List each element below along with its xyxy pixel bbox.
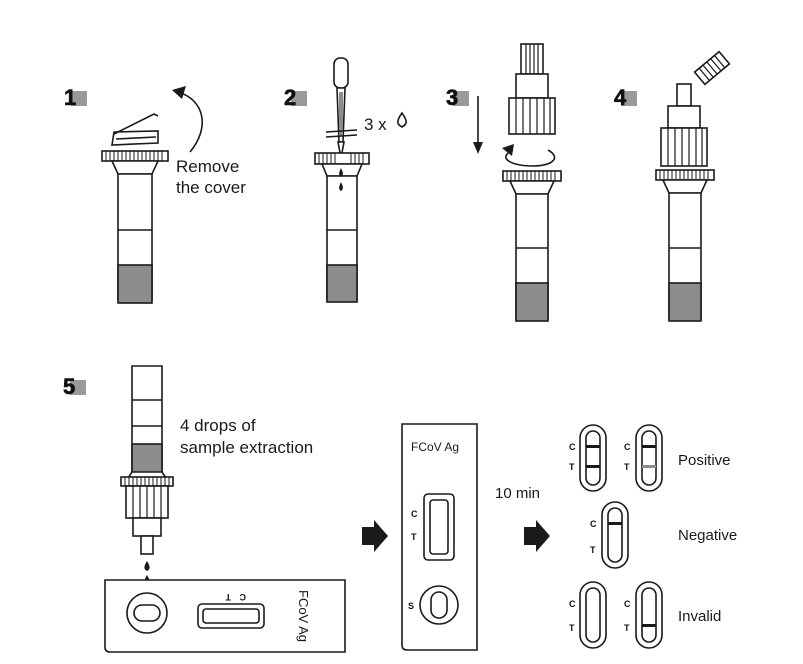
step-1-caption-line2: the cover bbox=[176, 178, 246, 197]
tip-cap bbox=[693, 50, 731, 86]
step-4-tube bbox=[655, 83, 715, 322]
pos2-control-mark: C bbox=[624, 442, 631, 452]
step-4: 4 bbox=[614, 50, 731, 322]
cassette-vertical: FCoV Ag C T S bbox=[401, 423, 478, 651]
result-negative-label: Negative bbox=[678, 527, 737, 544]
cassette-v-product-label: FCoV Ag bbox=[411, 440, 459, 454]
step-1-caption-line1: Remove bbox=[176, 157, 239, 176]
next-arrow-1 bbox=[362, 520, 388, 552]
step-2-tube bbox=[314, 129, 370, 303]
cassette-v-test-mark: T bbox=[411, 532, 417, 542]
step-2: 2 3 x bbox=[284, 57, 407, 303]
step-3-tube bbox=[502, 170, 562, 322]
cassette-h-control-mark: C bbox=[239, 592, 246, 602]
result-positive-strong: C T bbox=[569, 424, 607, 492]
step-1-tube bbox=[101, 113, 169, 304]
cassette-horizontal: T C FCoV Ag bbox=[104, 579, 346, 653]
dropper-pipette bbox=[333, 57, 349, 159]
result-invalid-none: C T bbox=[569, 581, 607, 649]
step-3-badge: 3 bbox=[446, 85, 469, 110]
inv1-control-mark: C bbox=[569, 599, 576, 609]
next-arrow-2 bbox=[524, 520, 550, 552]
twist-arrow bbox=[505, 149, 556, 167]
push-down-arrow-head bbox=[473, 142, 483, 154]
pos1-test-mark: T bbox=[569, 462, 575, 472]
step-4-badge: 4 bbox=[614, 85, 637, 110]
wait-time-label: 10 min bbox=[495, 485, 540, 502]
dropper-cap-assembly bbox=[508, 43, 556, 135]
svg-text:5: 5 bbox=[63, 374, 75, 399]
inv2-control-mark: C bbox=[624, 599, 631, 609]
svg-text:2: 2 bbox=[284, 85, 296, 110]
result-invalid-label: Invalid bbox=[678, 608, 721, 625]
svg-text:4: 4 bbox=[614, 85, 627, 110]
result-positive-label: Positive bbox=[678, 452, 731, 469]
svg-text:3: 3 bbox=[446, 85, 458, 110]
inverted-dropper-tube bbox=[120, 365, 174, 555]
svg-text:1: 1 bbox=[64, 85, 76, 110]
step-1: 1 Remove bbox=[64, 85, 246, 304]
step-5: 5 bbox=[63, 365, 737, 653]
pos1-control-mark: C bbox=[569, 442, 576, 452]
cassette-h-product-label: FCoV Ag bbox=[296, 590, 311, 642]
result-negative: C T bbox=[590, 501, 629, 569]
step-3: 3 bbox=[446, 43, 562, 322]
neg-control-mark: C bbox=[590, 519, 597, 529]
neg-test-mark: T bbox=[590, 545, 596, 555]
inv2-test-mark: T bbox=[624, 623, 630, 633]
drop-icon bbox=[397, 111, 407, 128]
remove-arrow bbox=[177, 91, 203, 153]
step-2-caption: 3 x bbox=[364, 115, 387, 134]
step-2-badge: 2 bbox=[284, 85, 307, 110]
result-invalid-test-only: C T bbox=[624, 581, 663, 649]
step-5-caption-line1: 4 drops of bbox=[180, 416, 256, 435]
step-5-caption-line2: sample extraction bbox=[180, 438, 313, 457]
pos2-test-mark: T bbox=[624, 462, 630, 472]
result-positive-weak: C T bbox=[624, 424, 663, 492]
cassette-v-sample-mark: S bbox=[408, 601, 414, 611]
twist-arrow-head bbox=[502, 144, 514, 156]
cassette-v-control-mark: C bbox=[411, 509, 418, 519]
inv1-test-mark: T bbox=[569, 623, 575, 633]
step-5-badge: 5 bbox=[63, 374, 86, 399]
remove-arrow-head bbox=[172, 86, 186, 99]
cassette-h-test-mark: T bbox=[225, 592, 231, 602]
step-1-badge: 1 bbox=[64, 85, 87, 110]
